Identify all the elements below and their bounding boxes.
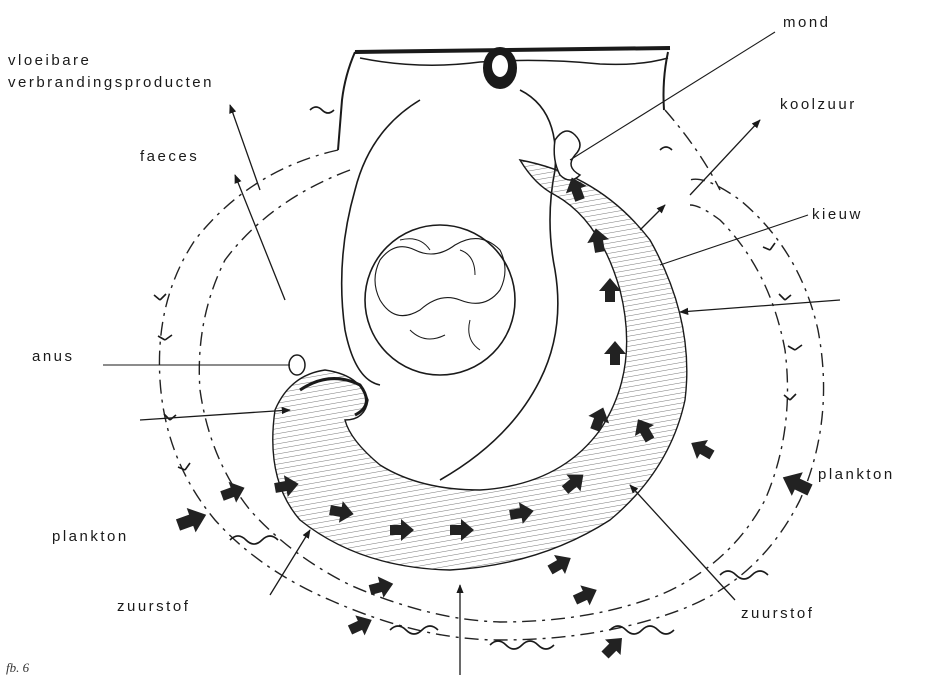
- label-mond: mond: [783, 14, 831, 32]
- thin-arrows: [140, 105, 840, 675]
- thick-arrow-icon: [345, 610, 376, 640]
- label-plankton-left: plankton: [52, 528, 129, 546]
- arrow-in-left: [140, 410, 290, 420]
- label-koolzuur: koolzuur: [780, 96, 857, 114]
- label-kieuw: kieuw: [812, 206, 863, 224]
- label-zuurstof-left: zuurstof: [117, 598, 190, 616]
- arrow-faeces: [235, 175, 285, 300]
- digestive-gland: [365, 225, 515, 375]
- thick-arrow-icon: [597, 630, 630, 663]
- arrow-vloeibare: [230, 105, 260, 190]
- thick-arrow-icon: [570, 580, 601, 610]
- label-plankton-right: plankton: [818, 466, 895, 484]
- thick-arrows: [174, 174, 816, 663]
- arrow-gill-out: [640, 205, 665, 230]
- label-zuurstof-right: zuurstof: [741, 605, 814, 623]
- label-anus: anus: [32, 348, 75, 366]
- arrow-zuurstof-right: [630, 485, 735, 600]
- arrow-zuurstof-left: [270, 530, 310, 595]
- thick-arrow-icon: [367, 573, 396, 600]
- mouth-frill: [554, 131, 580, 180]
- thick-arrow-icon: [686, 433, 718, 464]
- thick-arrow-icon: [777, 466, 815, 502]
- label-faeces: faeces: [140, 148, 199, 166]
- label-vloeibare-2: verbrandingsproducten: [8, 74, 214, 92]
- anus-opening: [289, 355, 305, 375]
- label-vloeibare-1: vloeibare: [8, 52, 91, 70]
- arrow-in-right: [680, 300, 840, 312]
- figure-caption: fb. 6: [6, 660, 29, 676]
- hinge: [338, 48, 670, 150]
- thick-arrow-icon: [604, 341, 626, 365]
- thick-arrow-icon: [545, 548, 577, 579]
- visceral-mass: [342, 90, 558, 480]
